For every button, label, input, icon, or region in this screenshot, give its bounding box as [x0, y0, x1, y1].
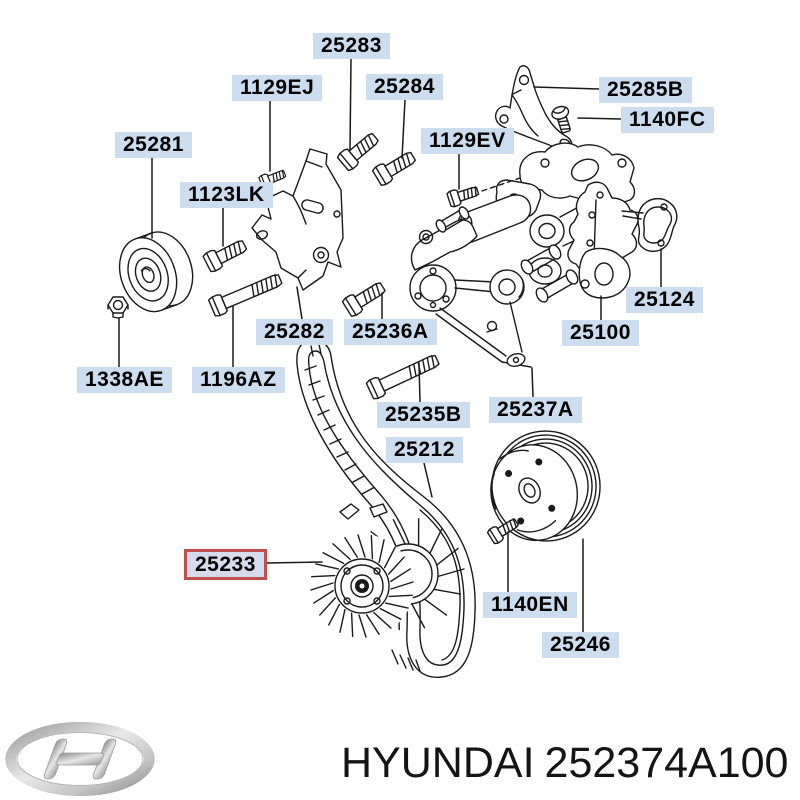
part-label-25283: 25283	[313, 33, 390, 59]
part-label-25212: 25212	[386, 437, 463, 463]
part-label-25236A: 25236A	[344, 319, 437, 345]
bolt-1196AZ-art	[207, 269, 285, 318]
pump-pulley-art	[490, 430, 601, 542]
footer-brand-text: HYUNDAI	[341, 739, 535, 787]
nut-art	[107, 296, 129, 319]
part-label-25100: 25100	[562, 320, 639, 346]
part-label-25124: 25124	[626, 287, 703, 313]
idler-pulley-art	[118, 231, 194, 313]
part-label-25284: 25284	[366, 74, 443, 100]
fan-bracket-assembly-art	[409, 206, 579, 368]
footer-part-number: 252374A100	[544, 739, 789, 787]
part-label-25237A: 25237A	[489, 397, 582, 423]
part-label-25233-highlighted: 25233	[184, 549, 267, 580]
part-label-25235B: 25235B	[377, 402, 470, 428]
leader-lines	[118, 58, 662, 633]
bolt-25236A-art	[341, 277, 389, 319]
part-label-25282: 25282	[256, 319, 333, 345]
part-label-1140FC: 1140FC	[621, 107, 714, 133]
part-label-25281: 25281	[115, 132, 192, 158]
bolt-25235B-art	[365, 349, 442, 401]
bracket-25282-art	[251, 148, 344, 291]
part-label-1129EJ: 1129EJ	[232, 75, 323, 101]
bolt-25284-art	[371, 147, 419, 188]
water-pump-art	[455, 142, 639, 299]
part-label-1129EV: 1129EV	[421, 128, 514, 154]
part-label-25246: 25246	[542, 632, 619, 658]
gasket-art	[621, 197, 678, 253]
fan-clutch-art	[310, 503, 465, 638]
bolt-1129EV-art	[445, 182, 481, 209]
part-label-25285B: 25285B	[599, 77, 692, 103]
part-label-1140EN: 1140EN	[483, 592, 577, 618]
drive-belt-art	[296, 339, 476, 678]
hyundai-logo	[5, 722, 155, 796]
part-label-1123LK: 1123LK	[180, 182, 273, 208]
bolt-25283-art	[335, 128, 383, 173]
part-label-1196AZ: 1196AZ	[192, 367, 285, 393]
bolt-1123LK-art	[201, 235, 250, 274]
part-label-1338AE: 1338AE	[77, 367, 172, 393]
